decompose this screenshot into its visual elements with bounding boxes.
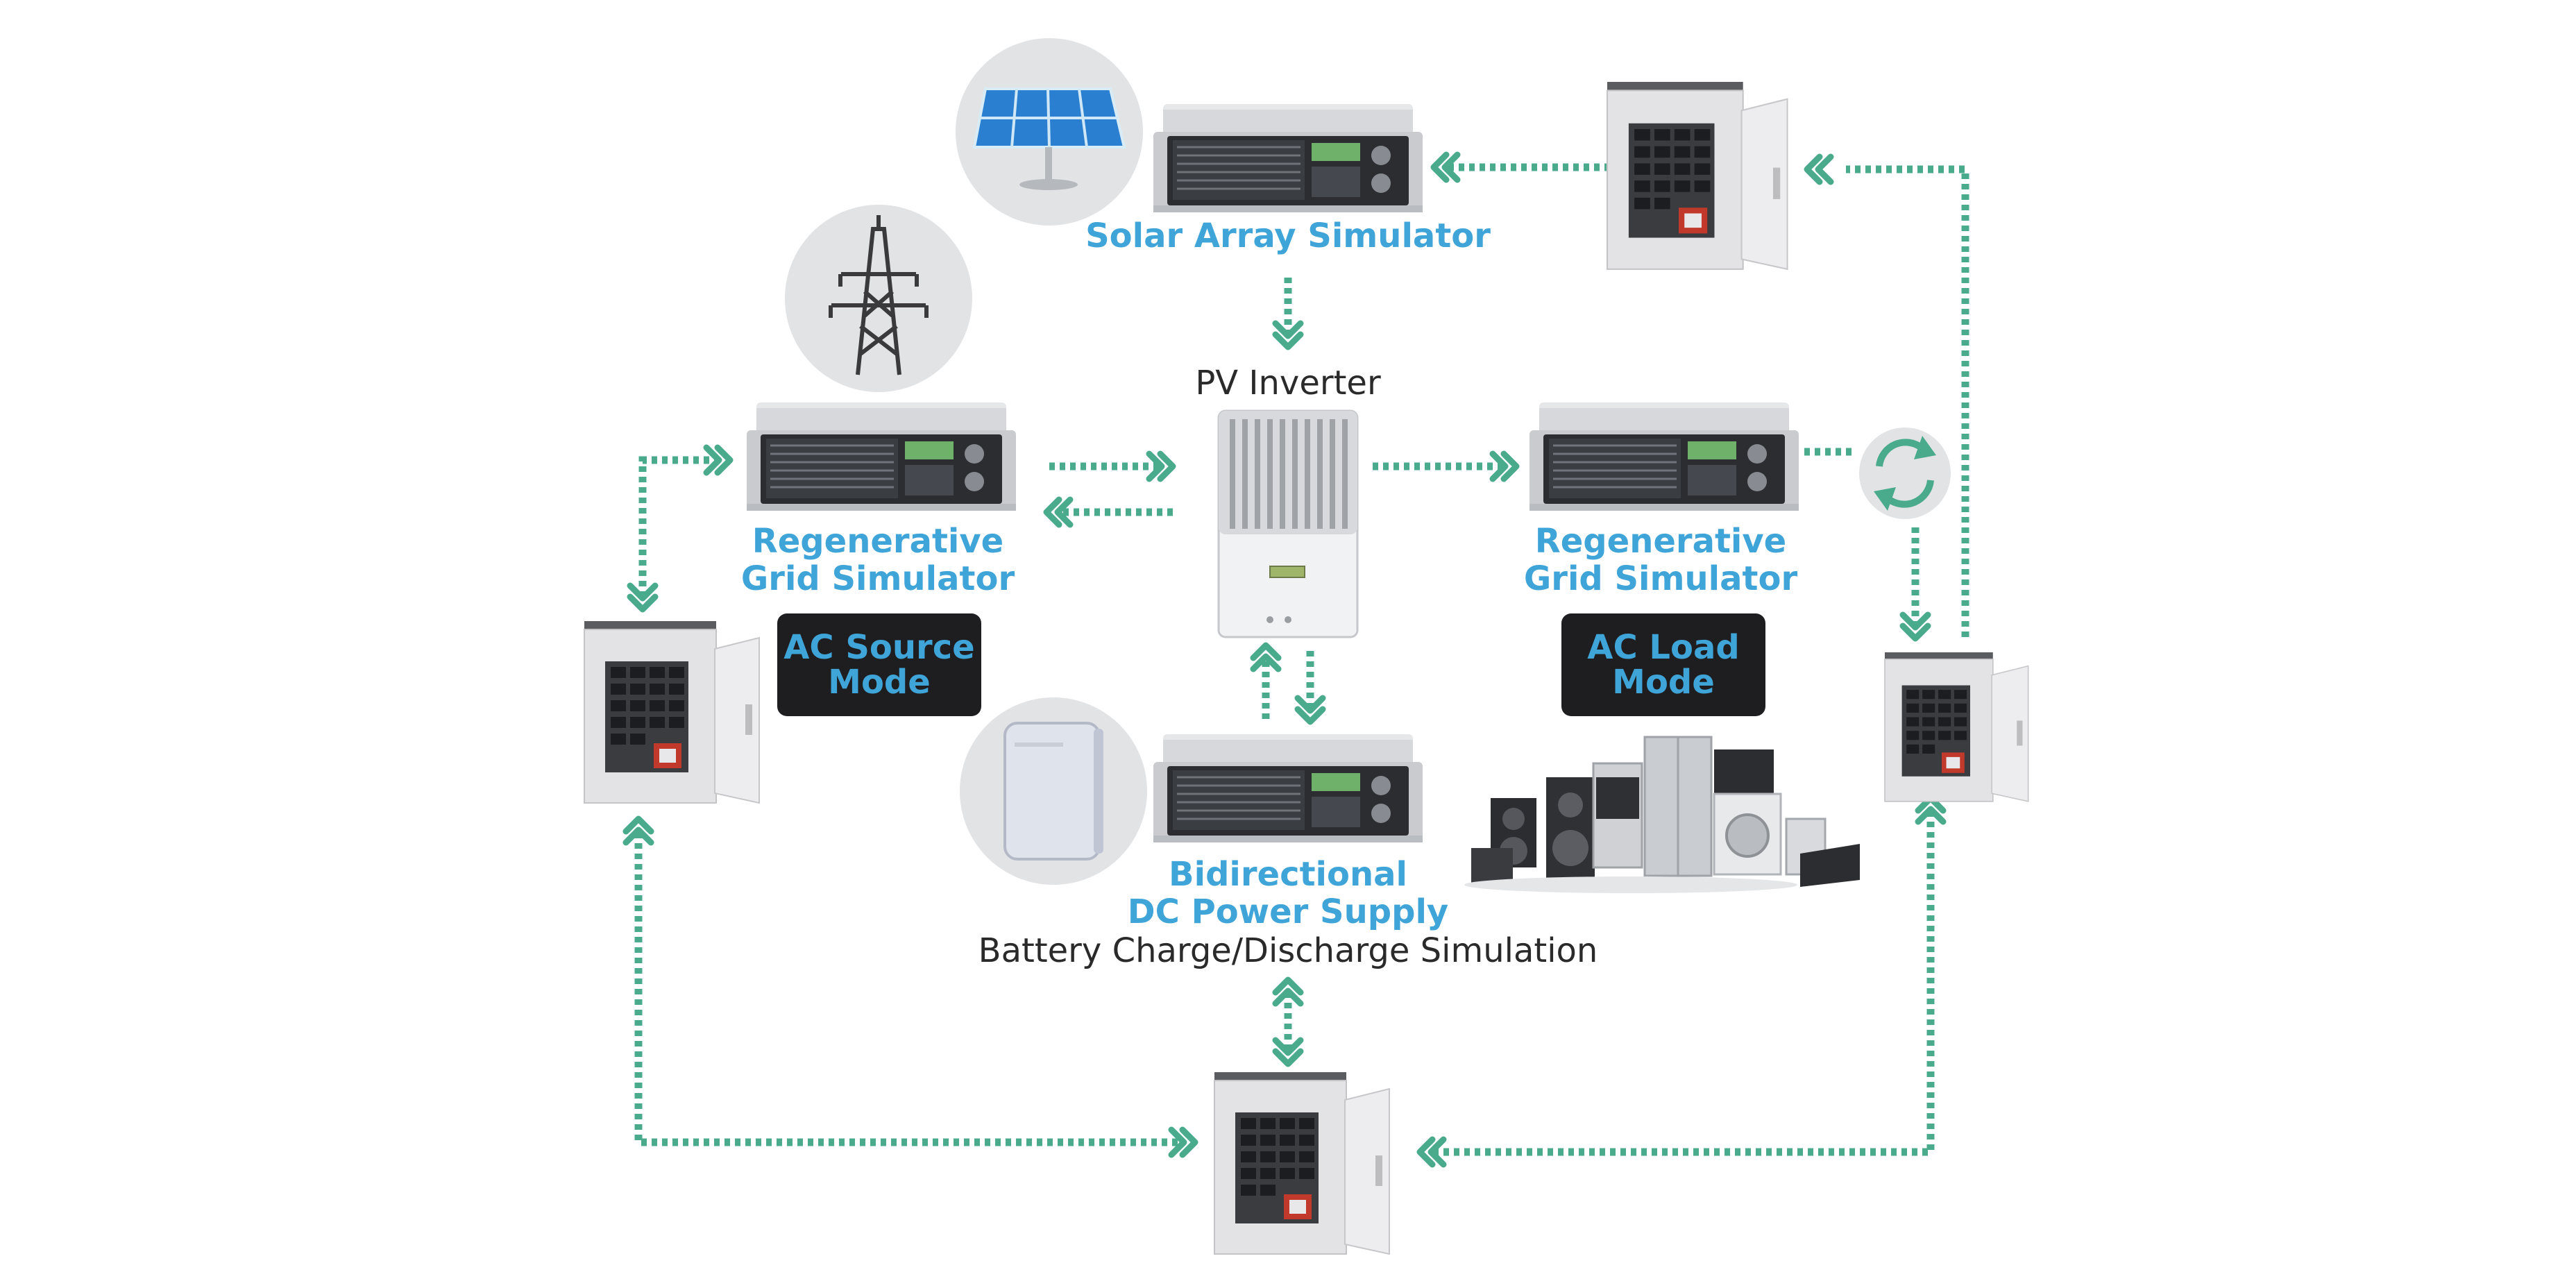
link-left-breaker-grid	[638, 456, 718, 597]
solar-array-simulator-label: Solar Array Simulator	[1085, 217, 1491, 255]
ac-load-mode-line1: AC Load	[1587, 627, 1740, 667]
ac-source-mode-line1: AC Source	[783, 627, 975, 667]
breaker-panel-top-right	[1606, 80, 1788, 270]
bidirectional-label-line1: Bidirectional	[1169, 855, 1407, 894]
grid-simulator-right-label-line2: Grid Simulator	[1523, 559, 1798, 598]
solar-panel-icon	[956, 38, 1143, 226]
link-left-breaker-bottom-breaker	[634, 833, 1183, 1146]
pv-inverter-icon	[1217, 409, 1359, 638]
grid-simulator-right-label-line1: Regenerative	[1534, 522, 1787, 561]
bidirectional-supply-unit	[1152, 733, 1424, 844]
solar-simulator-unit	[1152, 103, 1424, 214]
grid-simulator-left-label-line1: Regenerative	[752, 522, 1004, 561]
battery-icon	[960, 697, 1147, 885]
grid-simulator-right-unit	[1528, 401, 1800, 512]
breaker-panel-left	[584, 620, 760, 804]
battery-simulation-label: Battery Charge/Discharge Simulation	[978, 931, 1598, 970]
link-right-breaker-to-top-breaker	[1846, 165, 1969, 637]
ac-load-mode-line2: Mode	[1612, 663, 1715, 702]
appliances-icon	[1464, 736, 1860, 893]
grid-simulator-left-unit	[745, 401, 1017, 512]
breaker-panel-bottom	[1214, 1071, 1390, 1255]
power-tower-icon	[785, 205, 972, 392]
pv-inverter-label: PV Inverter	[1195, 364, 1381, 402]
cycle-icon	[1859, 427, 1951, 519]
ac-load-mode-badge: AC Load Mode	[1561, 613, 1765, 716]
bidirectional-label-line2: DC Power Supply	[1127, 892, 1449, 931]
breaker-panel-right	[1884, 652, 2029, 802]
grid-simulator-left-label-line2: Grid Simulator	[740, 559, 1015, 598]
ac-source-mode-line2: Mode	[828, 663, 931, 702]
ac-source-mode-badge: AC Source Mode	[777, 613, 981, 716]
